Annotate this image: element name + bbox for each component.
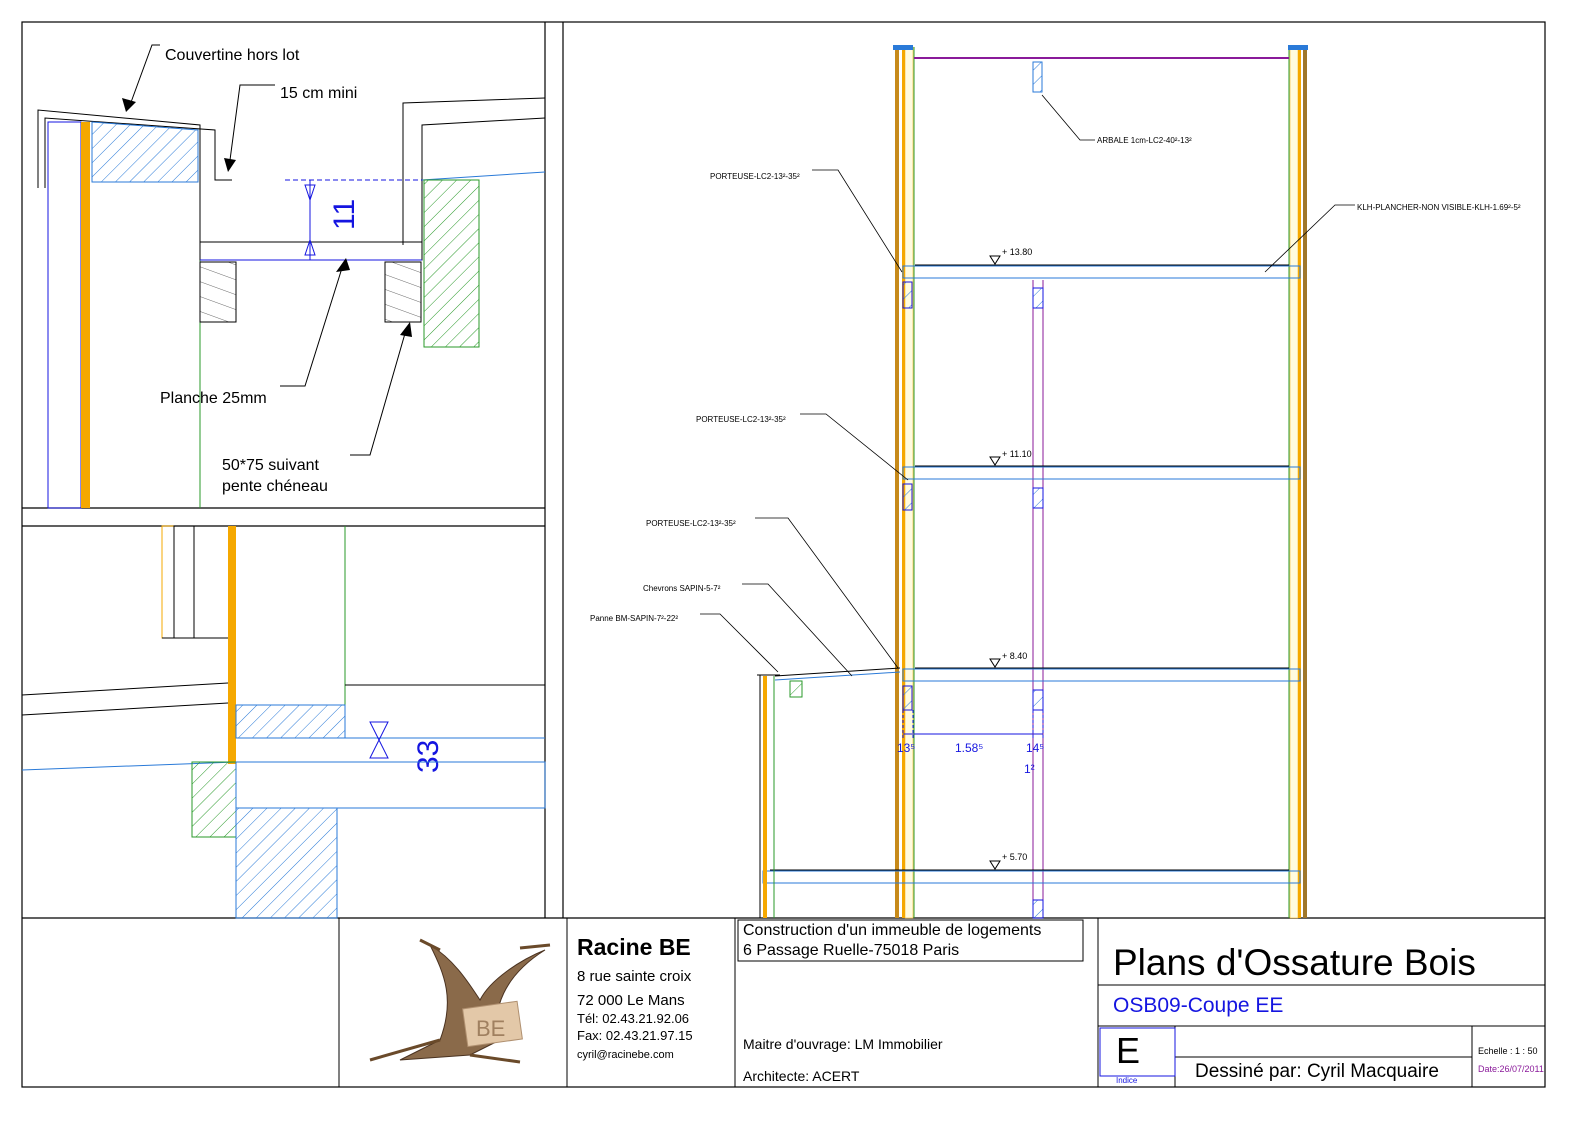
- project-owner: Maitre d'ouvrage: LM Immobilier: [743, 1036, 943, 1052]
- level-13-80: + 13.80: [1002, 247, 1032, 257]
- label-pente: pente chéneau: [222, 478, 328, 495]
- company-fax: Fax: 02.43.21.97.15: [577, 1028, 693, 1043]
- building-section: + 13.80 + 11.10 + 8.40 + 5.70 ARBALE 1cm…: [590, 45, 1521, 919]
- dim-middle: 1.58⁵: [955, 741, 983, 755]
- racine-be-logo: BE: [369, 938, 551, 1064]
- label-15cm-mini: 15 cm mini: [280, 85, 357, 102]
- level-11-10: + 11.10: [1002, 449, 1032, 459]
- company-email[interactable]: cyril@racinebe.com: [577, 1049, 674, 1061]
- label-panne: Panne BM-SAPIN-7²-22²: [590, 614, 678, 623]
- label-porteuse-1: PORTEUSE-LC2-13²-35²: [710, 172, 800, 181]
- dim-below: 1²: [1024, 762, 1035, 776]
- date: Date:26/07/2011: [1478, 1064, 1544, 1074]
- logo-text: BE: [476, 1016, 505, 1041]
- company-street: 8 rue sainte croix: [577, 968, 692, 985]
- detail-top-chéneau: 11 Couvertine hors lot 15 cm mini Planch…: [37, 44, 546, 509]
- level-5-70: + 5.70: [1002, 852, 1027, 862]
- sheet-subtitle: OSB09-Coupe EE: [1113, 994, 1284, 1017]
- label-planche: Planche 25mm: [160, 390, 267, 407]
- label-arbaletrier: ARBALE 1cm-LC2-40²-13²: [1097, 136, 1192, 145]
- dim-left: 13⁵: [897, 741, 915, 755]
- project-architect: Architecte: ACERT: [743, 1068, 860, 1084]
- dimension-11: 11: [328, 199, 361, 230]
- label-50x75: 50*75 suivant: [222, 457, 320, 474]
- revision-index: E: [1116, 1030, 1141, 1071]
- revision-index-label: Indice: [1116, 1076, 1138, 1085]
- scale: Echelle : 1 : 50: [1478, 1046, 1538, 1056]
- dimension-33: 33: [412, 740, 445, 773]
- company-city: 72 000 Le Mans: [577, 992, 685, 1009]
- sheet-title: Plans d'Ossature Bois: [1113, 942, 1476, 983]
- drawn-by: Dessiné par: Cyril Macquaire: [1195, 1061, 1439, 1082]
- company-name: Racine BE: [577, 934, 691, 960]
- project-title: Construction d'un immeuble de logements: [743, 922, 1042, 939]
- label-couvertine: Couvertine hors lot: [165, 47, 300, 64]
- dim-right: 14⁵: [1026, 741, 1044, 755]
- label-chevrons: Chevrons SAPIN-5-7²: [643, 584, 721, 593]
- label-porteuse-2: PORTEUSE-LC2-13²-35²: [696, 415, 786, 424]
- level-8-40: + 8.40: [1002, 651, 1027, 661]
- project-address: 6 Passage Ruelle-75018 Paris: [743, 942, 960, 959]
- detail-bottom: 33: [21, 525, 546, 919]
- label-porteuse-3: PORTEUSE-LC2-13²-35²: [646, 519, 736, 528]
- company-tel: Tél: 02.43.21.92.06: [577, 1011, 690, 1026]
- title-block-grid: [338, 918, 1545, 1087]
- label-klh-plancher: KLH-PLANCHER-NON VISIBLE-KLH-1.69²-5²: [1357, 203, 1521, 212]
